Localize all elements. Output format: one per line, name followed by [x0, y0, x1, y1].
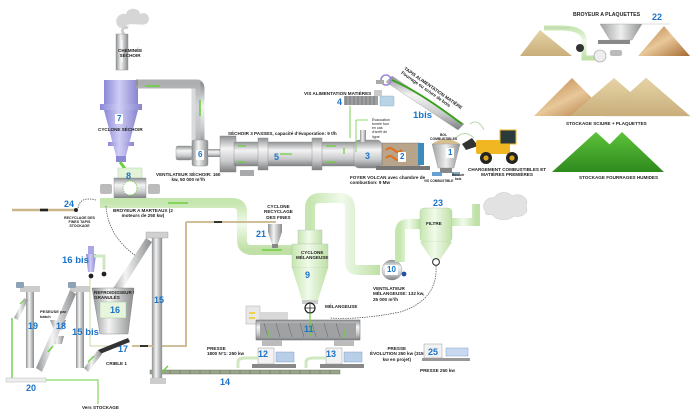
elevateur-15: [145, 231, 169, 384]
label-broyeur-plaquettes: BROYEUR A PLAQUETTES: [573, 12, 641, 18]
marker-17: 17: [118, 344, 129, 354]
cyclone-16bis: [86, 246, 112, 347]
marker-1bis: 1bis: [413, 110, 433, 121]
stockage-sciure-piles: [534, 77, 691, 117]
label-vis-combustible: VIS COMBUSTIBLE: [424, 179, 454, 183]
marker-20: 20: [26, 383, 37, 393]
stockage-fourrages-piles: [552, 132, 664, 172]
marker-7: 7: [115, 114, 124, 124]
filter-exhaust-cloud: [483, 192, 528, 220]
tapis-alimentation: [376, 74, 465, 131]
marker-16: 16: [110, 305, 121, 315]
elevateur-15bis: [68, 282, 102, 372]
marker-9: 9: [305, 270, 311, 280]
duct-cyclone-to-ventilateur: [305, 193, 380, 275]
label-stockage-fourrages: STOCKAGE FOURRAGES HUMIDES: [579, 175, 659, 180]
marker-23: 23: [433, 198, 444, 208]
crible: [98, 338, 130, 354]
label-refroidisseur: REFROIDISSEUR /GRANULÉS: [94, 290, 135, 301]
marker-1: 1: [446, 148, 455, 158]
peseuse: [36, 290, 76, 372]
vis-alimentation: [344, 90, 395, 107]
broyeur-marteaux: [100, 161, 160, 199]
refroidisseur: [91, 287, 135, 335]
chargeur-icon: [462, 129, 518, 164]
marker-21: 21: [256, 229, 267, 239]
marker-16bis: 16 bis: [62, 255, 89, 266]
marker-8: 8: [126, 171, 132, 181]
label-cyclone-sechoir: CYCLONE SÉCHOIR: [98, 127, 143, 132]
marker-2: 2: [398, 152, 407, 162]
label-stockage-sciure: STOCKAGE SCIURE + PLAQUETTES: [566, 121, 647, 126]
filtre: [419, 207, 453, 266]
convoyeur-20: [5, 377, 47, 383]
marker-22: 22: [652, 12, 663, 22]
marker-18: 18: [56, 321, 67, 331]
marker-25: 25: [428, 347, 439, 357]
flux-vers-stockage: [46, 379, 99, 404]
marker-11: 11: [304, 324, 314, 334]
marker-24: 24: [64, 199, 75, 209]
elevateur-19: [11, 282, 40, 378]
presse-13: [304, 347, 364, 368]
convoyeur-14: [149, 369, 341, 375]
cyclone-melangeuse: [291, 229, 329, 314]
duct-cyclone-to-fan: [136, 79, 205, 148]
marker-15bis: 15 bis: [72, 327, 99, 338]
presse-25: [422, 343, 470, 361]
marker-15: 15: [154, 295, 165, 305]
label-crible: CRIBLE 1: [106, 361, 127, 366]
marker-3: 3: [365, 151, 371, 161]
marker-5: 5: [274, 152, 280, 162]
presse-12: [236, 347, 296, 368]
label-vers-stockage: Vers STOCKAGE: [82, 405, 119, 410]
sechoir-drum: [219, 135, 357, 176]
smoke-cloud: [116, 8, 149, 36]
label-melangeuse: MÉLANGEUSE: [325, 304, 358, 309]
foyer-volcan: [353, 130, 430, 170]
broyeur-plaquettes: [520, 23, 690, 63]
cyclone-recyclage-fines: [268, 224, 282, 248]
marker-4: 4: [337, 97, 343, 107]
elevateur-incline: [108, 238, 152, 302]
duct-broyeur-to-cyclone: [100, 198, 300, 255]
label-filtre: FILTRE: [426, 221, 442, 226]
label-sechoir: SÉCHOIR 3 PASSES, capacité d'évaporation…: [228, 131, 337, 136]
melangeuse: [245, 305, 361, 346]
marker-10: 10: [385, 265, 398, 275]
cyclone-sechoir: [100, 80, 142, 162]
marker-14: 14: [220, 377, 231, 387]
marker-12: 12: [258, 349, 269, 359]
label-presse-3: PRESSE 250 kw: [420, 368, 455, 373]
marker-13: 13: [326, 349, 337, 359]
marker-19: 19: [28, 321, 39, 331]
marker-6: 6: [196, 150, 205, 160]
label-vis-alimentation: VIS ALIMENTATION MATIÈRES: [304, 91, 372, 96]
